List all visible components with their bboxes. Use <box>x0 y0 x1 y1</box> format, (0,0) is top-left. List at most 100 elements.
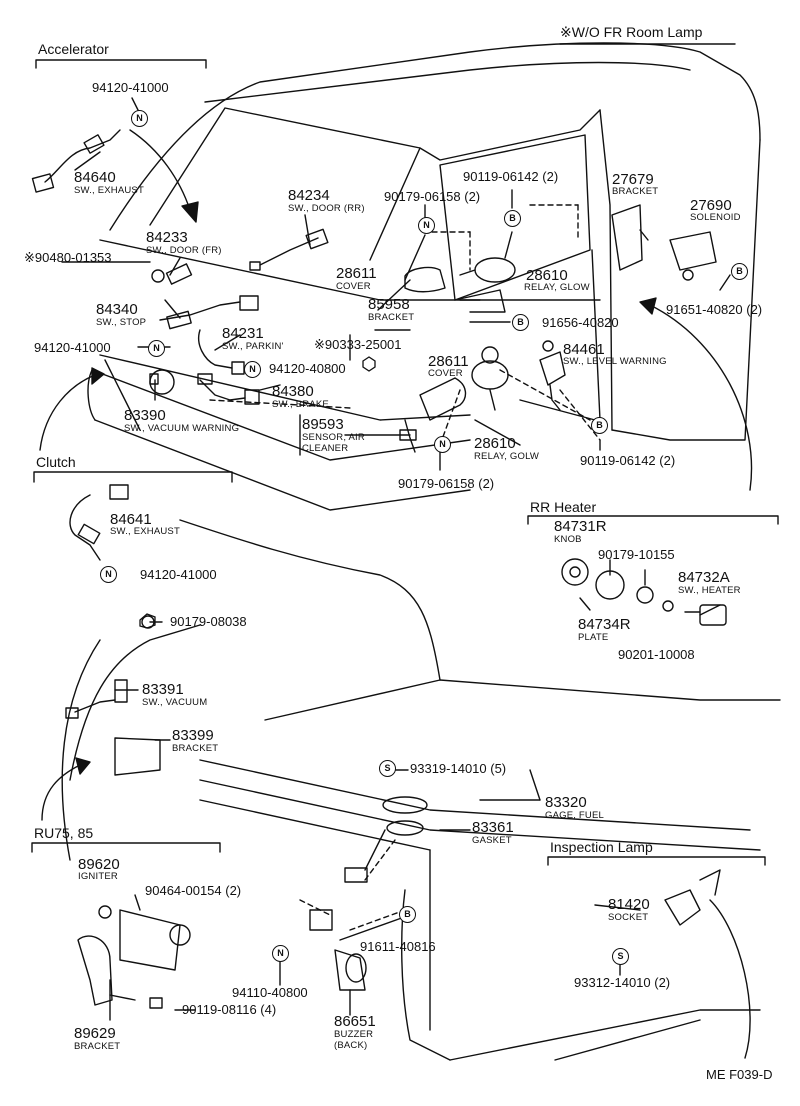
desc-89629: BRACKET <box>74 1041 121 1052</box>
label-86651: 86651 <box>334 1013 376 1030</box>
desc-84640: SW., EXHAUST <box>74 185 144 196</box>
label-84641: 84641 <box>110 511 152 528</box>
bumper-upper <box>91 369 471 461</box>
label-90179-06158-mid: 90179-06158 (2) <box>398 476 495 491</box>
left-arc <box>69 624 201 781</box>
badge-b-91651-40820: B <box>731 263 748 280</box>
label-90201-10008: 90201-10008 <box>618 647 695 662</box>
badge-n-94120-41000-a: N <box>131 110 148 127</box>
badge-n-90179-06158-mid: N <box>434 436 451 453</box>
arrow-accelerator <box>129 129 191 211</box>
desc-85958: BRACKET <box>368 312 415 323</box>
desc-83361: GASKET <box>472 835 512 846</box>
arrow-ru75 <box>41 764 81 821</box>
desc-83399: BRACKET <box>172 743 219 754</box>
bumper-lower <box>94 419 471 511</box>
desc-81420: SOCKET <box>608 912 649 923</box>
part-83391 <box>114 679 128 703</box>
badge-n-94120-40800: N <box>244 361 261 378</box>
part-84461 <box>539 351 566 386</box>
label-94120-41000-a: 94120-41000 <box>92 80 169 95</box>
part-84732a <box>699 604 727 626</box>
badge-s-93319-14010: S <box>379 760 396 777</box>
front-face <box>104 359 141 431</box>
desc-27690: SOLENOID <box>690 212 741 223</box>
part-27679 <box>611 204 643 271</box>
desc-84732a: SW., HEATER <box>678 585 741 596</box>
part-83399 <box>114 737 161 776</box>
badge-b-91656-40820: B <box>512 314 529 331</box>
label-89593: 89593 <box>302 416 344 433</box>
left-body <box>61 639 101 861</box>
bed-floor-3 <box>199 799 431 851</box>
label-85958: 85958 <box>368 296 410 313</box>
part-84640-plug <box>31 173 55 193</box>
desc-84641: SW., EXHAUST <box>110 526 180 537</box>
label-83320: 83320 <box>545 794 587 811</box>
label-84231: 84231 <box>222 325 264 342</box>
desc-83390: SW., VACUUM WARNING <box>124 423 240 434</box>
label-90480-01353: ※90480-01353 <box>24 250 112 265</box>
label-84340: 84340 <box>96 301 138 318</box>
section-clutch: Clutch <box>36 454 76 470</box>
bed-rear <box>449 1009 761 1061</box>
label-83399: 83399 <box>172 727 214 744</box>
part-84234-body <box>259 237 319 266</box>
arrow-clutch <box>39 374 96 451</box>
clutch-bracket <box>33 471 233 483</box>
part-27690 <box>669 231 717 271</box>
part-89629 <box>77 935 113 1006</box>
label-83390: 83390 <box>124 407 166 424</box>
desc-83320: GAGE, FUEL <box>545 810 605 821</box>
label-93319-14010: 93319-14010 (5) <box>410 761 507 776</box>
part-28611-top <box>404 266 446 293</box>
desc-84231: SW., PARKIN' <box>222 341 284 352</box>
label-91651-40820: 91651-40820 (2) <box>666 302 763 317</box>
badge-b-90119-06142-top: B <box>504 210 521 227</box>
desc-86651-2: (BACK) <box>334 1040 368 1051</box>
roof-inner <box>204 61 691 103</box>
desc-28611-top: COVER <box>336 281 371 292</box>
part-28610-mid <box>471 360 509 390</box>
label-83361: 83361 <box>472 819 514 836</box>
arrow-head-accelerator <box>181 201 199 223</box>
label-84461: 84461 <box>563 341 605 358</box>
rr-heater-bracket <box>527 515 779 525</box>
label-90119-06142-mid: 90119-06142 (2) <box>580 453 676 468</box>
label-28610-mid: 28610 <box>474 435 516 452</box>
label-84234: 84234 <box>288 187 330 204</box>
label-28610-top: 28610 <box>526 267 568 284</box>
label-90119-08116: 90119-08116 (4) <box>182 1002 277 1017</box>
bumper-end <box>87 369 96 421</box>
label-90179-08038: 90179-08038 <box>170 614 247 629</box>
label-91611-40816: 91611-40816 <box>360 939 436 954</box>
label-94120-40800: 94120-40800 <box>269 361 346 376</box>
hood-line <box>99 239 601 301</box>
label-27679: 27679 <box>612 171 654 188</box>
desc-84731r: KNOB <box>554 534 582 545</box>
badge-n-94120-41000-b: N <box>148 340 165 357</box>
accelerator-bracket <box>35 59 207 69</box>
label-91656-40820: 91656-40820 <box>542 315 619 330</box>
badge-s-93312-14010: S <box>612 948 629 965</box>
label-89620: 89620 <box>78 856 120 873</box>
desc-84340: SW., STOP <box>96 317 147 328</box>
desc-89620: IGNITER <box>78 871 118 882</box>
arrow-head-clutch <box>91 367 105 385</box>
inspection-lamp-bracket <box>547 856 766 866</box>
rear-fender <box>264 679 441 721</box>
part-90201-10008 <box>662 600 674 612</box>
part-84233-body <box>165 263 193 285</box>
bed-floor-2 <box>199 779 761 851</box>
desc-89593-1: SENSOR, AIR <box>302 432 365 443</box>
arrow-head-rr-heater <box>639 297 657 315</box>
label-94120-41000-c: 94120-41000 <box>140 567 217 582</box>
part-28611-mid <box>419 377 467 421</box>
arrow-inspection <box>709 899 751 1059</box>
label-28611-top: 28611 <box>336 265 377 282</box>
label-83391: 83391 <box>142 681 184 698</box>
nut-90333-25001 <box>362 356 376 372</box>
part-90179-10155 <box>636 586 654 604</box>
desc-84734r: PLATE <box>578 632 609 643</box>
rear-body <box>611 139 761 441</box>
